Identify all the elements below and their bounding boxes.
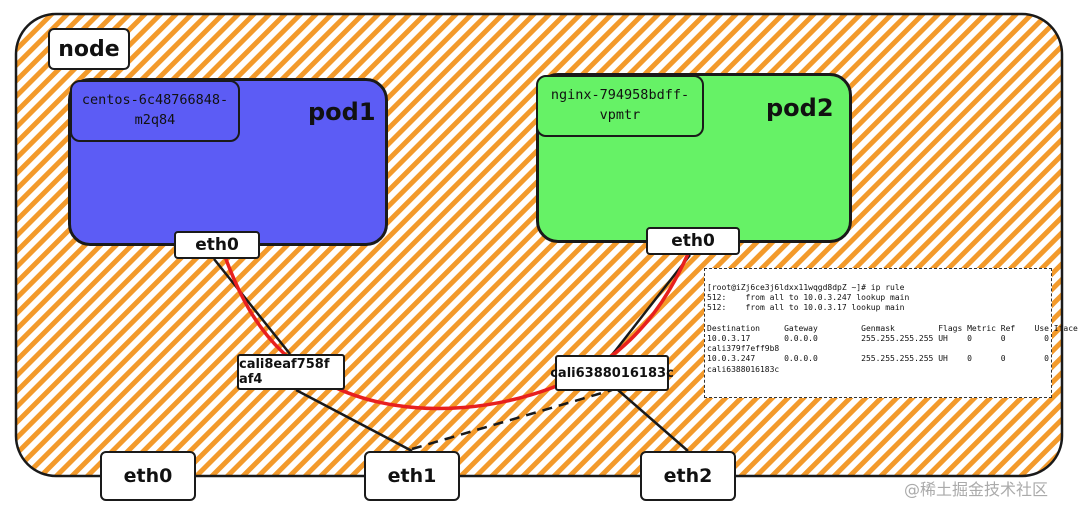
pod2-name-box: nginx-794958bdff- vpmtr [536,75,704,137]
link-pod1-eth0-to-cali [213,258,291,355]
route-line: 10.0.3.247 0.0.0.0 255.255.255.255 UH 0 … [707,354,1049,364]
veth-pod1: cali8eaf758f af4 [237,354,345,390]
route-line: [root@iZj6ce3j6ldxx11wqgd8dpZ ~]# ip rul… [707,283,905,292]
pod1-name-box: centos-6c48766848- m2q84 [70,80,240,142]
node-label: node [48,28,130,70]
pod2-eth0: eth0 [646,227,740,255]
pod1-name-line2: m2q84 [134,112,176,128]
pod2-name-line2: vpmtr [599,107,641,123]
host-eth1: eth1 [364,451,460,501]
veth-pod2: cali6388016183c [550,355,674,391]
pod1-eth0: eth0 [174,231,260,259]
link-cali2-to-eth2 [617,389,689,452]
pod1-name-line1: centos-6c48766848- [81,92,229,108]
watermark: @稀土掘金技术社区 [904,480,1049,499]
pod2-name-line1: nginx-794958bdff- [550,87,690,103]
pod2-title: pod2 [766,94,834,122]
route-line: 512: from all to 10.0.3.247 lookup main [707,293,910,303]
link-eth1-to-cali2-dashed [411,388,613,451]
host-eth0: eth0 [100,451,196,501]
pod1-title: pod1 [308,98,376,126]
host-eth2: eth2 [640,451,736,501]
route-line: 10.0.3.17 0.0.0.0 255.255.255.255 UH 0 0… [707,333,1049,343]
link-pod2-eth0-to-cali [611,254,691,356]
route-line: Destination Gateway Genmask Flags Metric… [707,323,1078,333]
link-cali1-to-eth1 [295,388,413,453]
route-line: cali379f7eff9b8 [707,344,780,354]
route-line: 512: from all to 10.0.3.17 lookup main [707,303,905,313]
traffic-arrow [195,164,727,411]
route-table-panel: [root@iZj6ce3j6ldxx11wqgd8dpZ ~]# ip rul… [704,268,1078,398]
route-line: cali6388016183c [707,364,780,374]
route-line [707,314,1051,324]
